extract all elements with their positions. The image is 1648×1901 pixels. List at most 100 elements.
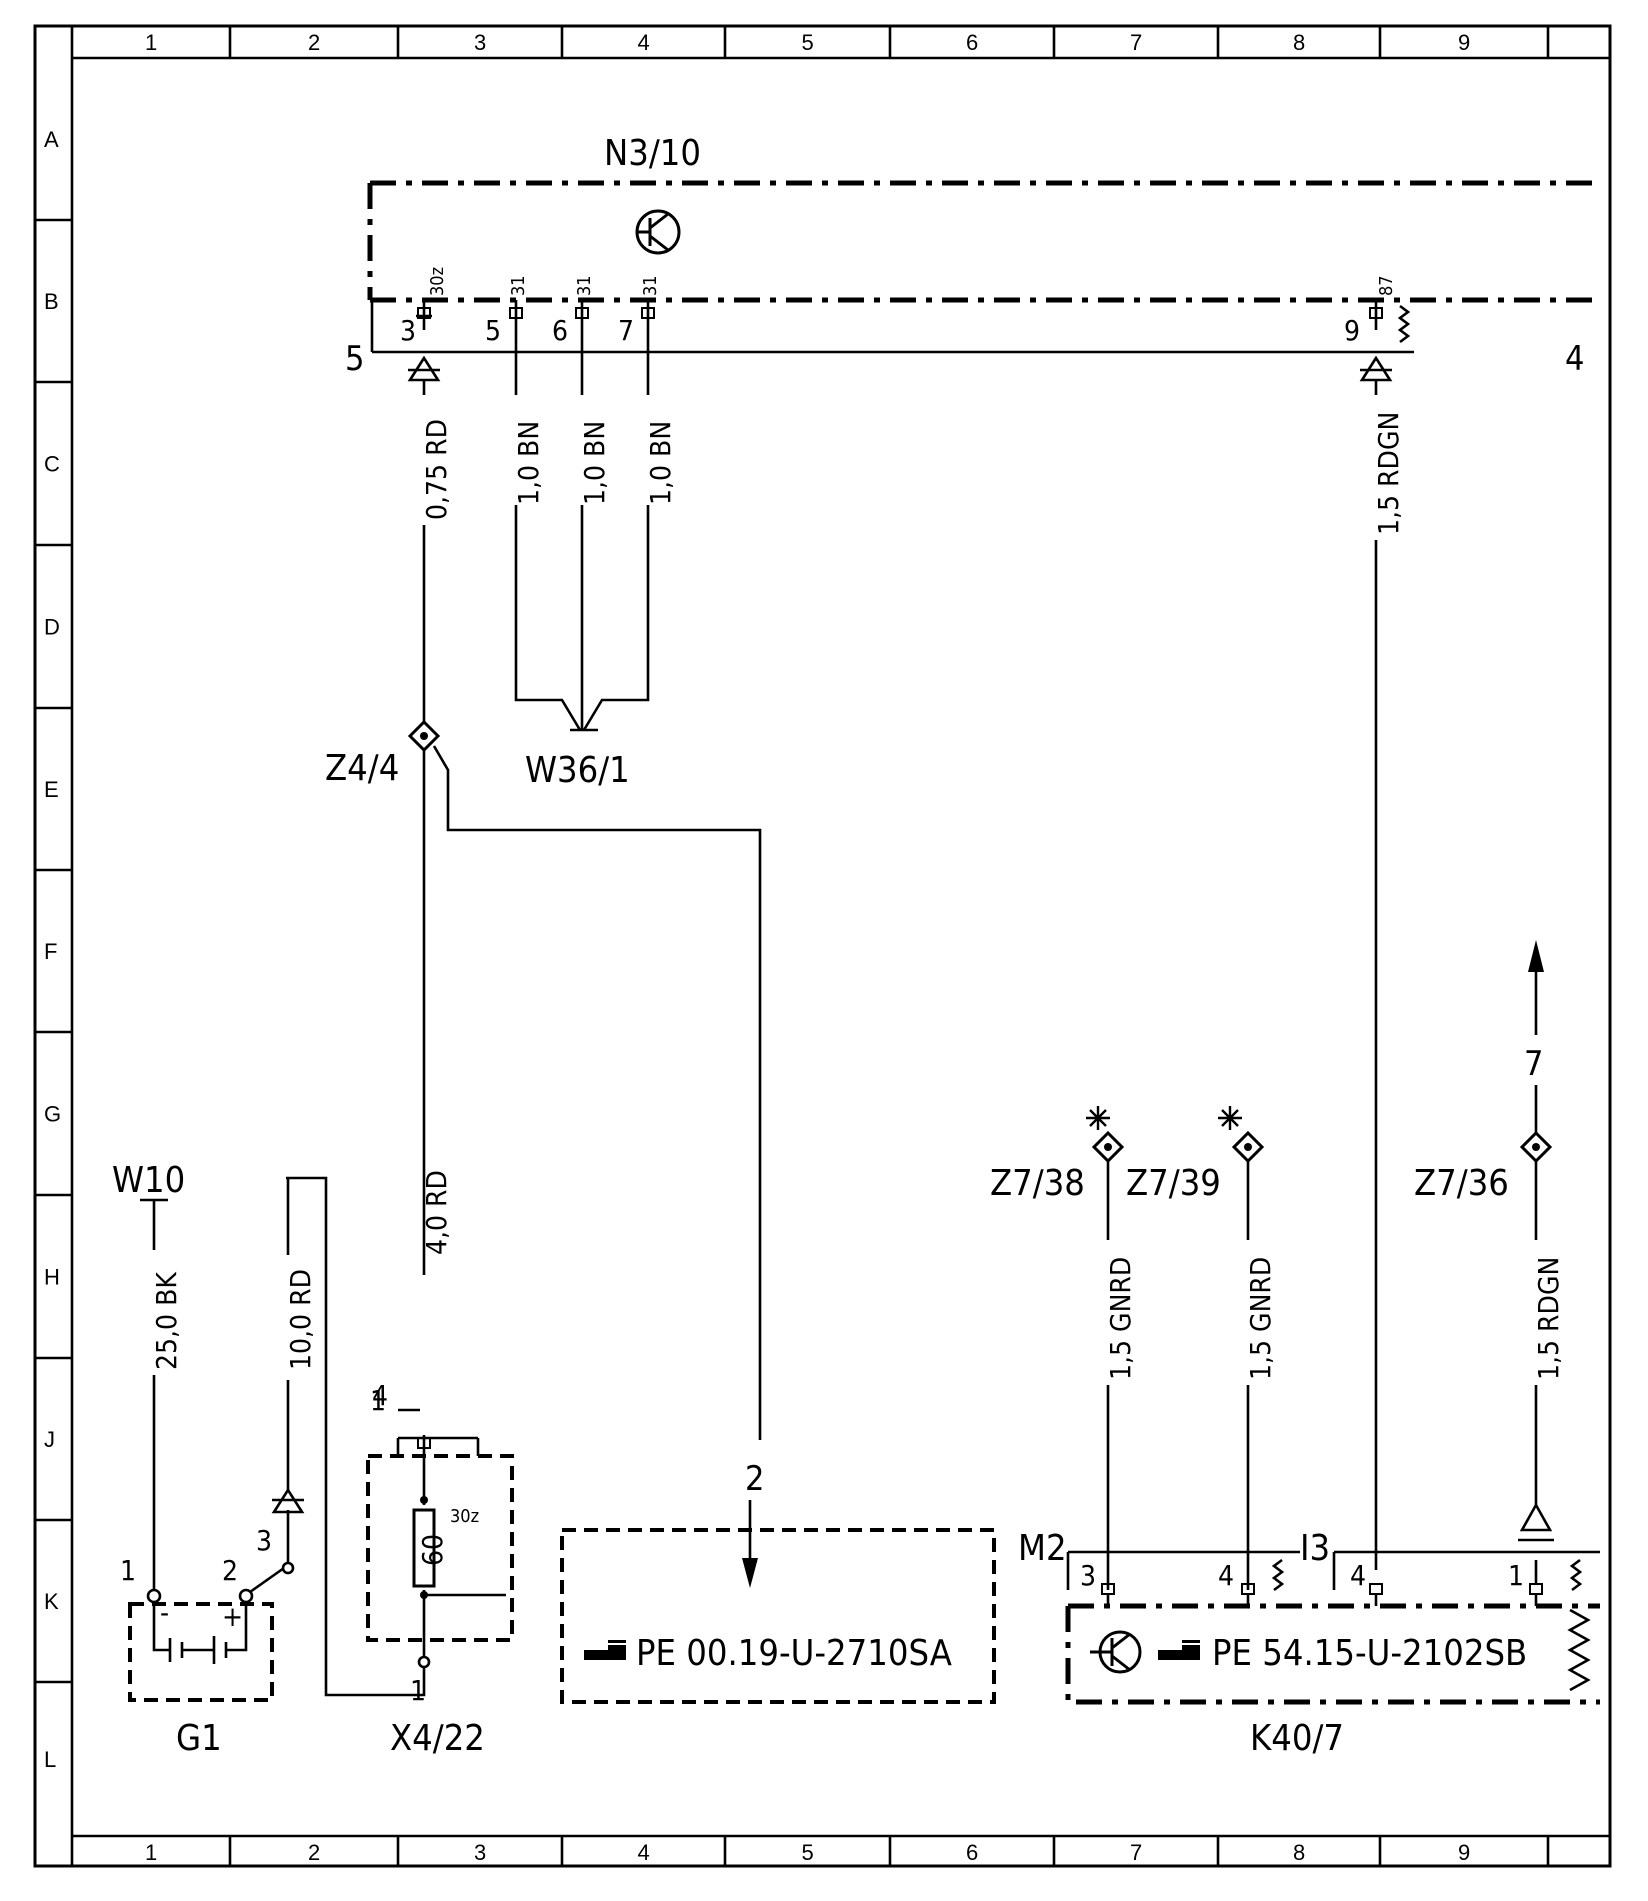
g1-outline: [128, 1602, 274, 1702]
z7-36-arrow-number: 7: [1524, 1044, 1543, 1084]
row-label: F: [44, 939, 57, 964]
column-label-bottom: 5: [802, 1840, 814, 1865]
wire-z4-4-to-pe: [432, 745, 762, 1440]
k40-7-outline: [1065, 1603, 1600, 1705]
z7-39-splice-icon: [1218, 1106, 1265, 1164]
column-label-bottom: 1: [145, 1840, 157, 1865]
svg-text:3: 3: [400, 314, 416, 347]
svg-text:6: 6: [552, 314, 568, 347]
column-label-bottom: 2: [308, 1840, 320, 1865]
pin-3-arrow-icon: [407, 355, 441, 382]
svg-text:87: 87: [1376, 275, 1397, 296]
row-label: A: [44, 127, 59, 152]
z7-36-arrow-icon: [1528, 940, 1544, 972]
z7-38-label: Z7/38: [990, 1163, 1085, 1204]
pointing-hand-icon-2: [1158, 1640, 1204, 1660]
wire-5: [514, 505, 582, 731]
svg-text:31: 31: [508, 275, 529, 296]
g1-terminal-1: [146, 1588, 162, 1604]
x4-22-term: 30z: [450, 1506, 479, 1527]
switch-terminal-3: [281, 1561, 295, 1575]
z7-38-splice-icon: [1086, 1106, 1125, 1164]
w36-1-label: W36/1: [525, 750, 630, 791]
k40-7-transistor-icon: [1090, 1630, 1142, 1674]
battery-switch-icon: [249, 1566, 285, 1594]
z4-4-label: Z4/4: [325, 748, 399, 789]
k40-7-label: K40/7: [1250, 1718, 1344, 1759]
n3-10-pin-9: 9 87: [1344, 275, 1411, 347]
k40-7-pin-4b: 4: [1350, 1559, 1366, 1592]
x4-22-node-top: [420, 1496, 428, 1504]
pe1-arrow-icon: [742, 1558, 758, 1588]
wire-7-label: 1,0 BN: [644, 421, 677, 505]
row-label: K: [44, 1589, 59, 1614]
k40-7-pin-3: 3: [1080, 1559, 1096, 1592]
n3-10-pin-3: 3 30z: [400, 267, 448, 347]
g1-label: G1: [176, 1718, 222, 1759]
switch-wire-label: 10,0 RD: [284, 1269, 317, 1370]
row-label: H: [44, 1265, 60, 1290]
g1-plus: +: [222, 1600, 243, 1633]
z7-38-wire-label: 1,5 GNRD: [1104, 1257, 1137, 1380]
wire-3-label: 0,75 RD: [420, 419, 453, 520]
svg-text:7: 7: [618, 314, 634, 347]
connector-5-label: 5: [345, 339, 364, 379]
switch-arrow-icon: [271, 1487, 305, 1514]
fuse-icon: [412, 1508, 436, 1588]
column-label-top: 3: [474, 30, 486, 55]
k40-7-i3: I3: [1300, 1528, 1330, 1569]
row-label: L: [44, 1747, 56, 1772]
x4-22-pin-1: 1: [410, 1674, 426, 1707]
wire-5-label: 1,0 BN: [512, 421, 545, 505]
g1-minus: -: [160, 1596, 169, 1629]
k40-7-bracket-left: [1066, 1550, 1300, 1590]
k40-7-bracket-right: [1332, 1550, 1600, 1590]
transistor-icon: [635, 209, 681, 255]
k40-7-m2: M2: [1018, 1528, 1067, 1569]
row-label: C: [44, 452, 60, 477]
pe1-outline: [560, 1528, 996, 1704]
row-label: J: [44, 1427, 55, 1452]
z7-36-label: Z7/36: [1414, 1163, 1509, 1204]
row-label: D: [44, 615, 60, 640]
column-label-bottom: 3: [474, 1840, 486, 1865]
k40-7-pin-1: 1: [1508, 1559, 1524, 1592]
svg-text:5: 5: [485, 314, 501, 347]
svg-text:31: 31: [574, 275, 595, 296]
pointing-hand-icon: [584, 1640, 630, 1660]
x4-22-fuse-value: 60: [416, 1534, 449, 1566]
column-label-bottom: 7: [1130, 1840, 1142, 1865]
n3-10-pin-7: 7 31: [618, 275, 661, 347]
x4-22-pin-left: 1: [370, 1384, 386, 1417]
z7-36-splice-icon: [1519, 1130, 1553, 1164]
x4-22-terminal-1: [417, 1655, 431, 1669]
x4-22-pin-4: 4: [372, 1379, 388, 1412]
z7-36-arrow-in-icon: [1518, 1502, 1554, 1542]
wire-9-label: 1,5 RDGN: [1372, 412, 1405, 535]
battery-icon: [152, 1602, 248, 1664]
pe1-arrow-number: 2: [745, 1459, 764, 1499]
pin-9-arrow-icon: [1359, 355, 1393, 382]
x4-22-socket: [417, 1437, 431, 1449]
row-label: B: [44, 289, 59, 314]
outer-frame: [33, 24, 1612, 1868]
column-label-top: 6: [966, 30, 978, 55]
svg-text:31: 31: [640, 275, 661, 296]
column-label-bottom: 6: [966, 1840, 978, 1865]
x4-22-outline: [366, 1454, 514, 1642]
k40-7-pin-4a: 4: [1218, 1559, 1234, 1592]
column-label-top: 9: [1458, 30, 1470, 55]
column-label-top: 5: [802, 30, 814, 55]
n3-10-outline: [367, 180, 1600, 303]
x4-22-wire-label: 4,0 RD: [420, 1170, 453, 1255]
g1-pin-1: 1: [120, 1554, 136, 1587]
k40-7-break-icon: [1567, 1608, 1591, 1692]
column-label-bottom: 9: [1458, 1840, 1470, 1865]
wire-6-label: 1,0 BN: [578, 421, 611, 505]
svg-text:30z: 30z: [427, 267, 448, 296]
wire-x4-22-to-switch: [286, 1176, 426, 1697]
k40-7-pe-reference: PE 54.15-U-2102SB: [1212, 1633, 1527, 1674]
svg-text:9: 9: [1344, 314, 1360, 347]
